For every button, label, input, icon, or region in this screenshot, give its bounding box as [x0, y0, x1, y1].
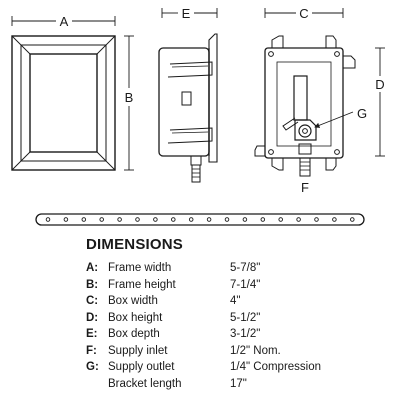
bracket-hole — [171, 217, 176, 222]
dimension-key: C: — [86, 295, 99, 307]
label-f: F — [301, 180, 309, 195]
bracket-hole — [242, 217, 248, 222]
bracket-hole — [117, 217, 122, 222]
dimension-key: B: — [86, 278, 99, 291]
dimension-name: Box depth — [108, 328, 160, 340]
dimension-d — [375, 47, 385, 157]
dimension-key: F: — [86, 344, 97, 357]
dimension-row: E: Box depth 3-1/2" — [86, 326, 386, 342]
dimension-value: 4" — [230, 295, 241, 307]
dimension-row: G: Supply outlet 1/4" Compression — [86, 359, 386, 375]
dimension-value: 1/2" Nom. — [230, 344, 281, 357]
dimension-row: Bracket length 17" — [86, 376, 386, 392]
dimension-value: 5-7/8" — [230, 262, 261, 274]
dimension-b — [124, 35, 134, 171]
label-e: E — [182, 6, 191, 21]
bracket-hole — [278, 217, 283, 222]
bracket-hole — [188, 217, 194, 222]
dimension-row: B: Frame height 7-1/4" — [86, 277, 386, 293]
label-d: D — [375, 77, 384, 92]
leader-g — [314, 111, 354, 128]
dimension-name: Bracket length — [108, 377, 182, 390]
bracket-hole — [350, 217, 355, 222]
dimension-name: Supply outlet — [108, 361, 175, 373]
bracket-hole — [63, 217, 69, 222]
bracket-hole — [332, 217, 337, 222]
dimension-a — [11, 16, 116, 26]
dimension-e — [161, 8, 218, 18]
dimension-value: 7-1/4" — [230, 278, 261, 291]
dimension-key: G: — [86, 361, 99, 373]
dimension-key: D: — [86, 311, 99, 324]
dimension-value: 1/4" Compression — [230, 361, 322, 373]
box-front-view — [254, 35, 356, 177]
dimension-name: Frame width — [108, 262, 172, 274]
bracket-hole — [206, 217, 212, 222]
dimension-name: Box width — [108, 295, 158, 307]
bracket-hole — [296, 217, 301, 222]
dimension-key: A: — [86, 262, 99, 274]
dimension-value: 5-1/2" — [230, 311, 261, 324]
bracket-hole — [135, 217, 140, 222]
bracket-hole — [45, 217, 51, 222]
label-b: B — [125, 90, 134, 105]
dimension-name: Supply inlet — [108, 344, 168, 357]
dimension-key: E: — [86, 328, 98, 340]
label-g: G — [357, 106, 367, 121]
bracket-hole — [99, 217, 104, 222]
bracket-hole — [314, 217, 319, 222]
bracket-hole — [153, 217, 158, 222]
dimension-row: C: Box width 4" — [86, 293, 386, 309]
box-side-view — [158, 33, 218, 183]
dimension-row: D: Box height 5-1/2" — [86, 310, 386, 326]
dimension-row: F: Supply inlet 1/2" Nom. — [86, 343, 386, 359]
dimension-name: Box height — [108, 311, 163, 324]
dimension-name: Frame height — [108, 278, 176, 291]
bracket-hole — [260, 217, 266, 222]
bracket-hole — [81, 217, 87, 222]
dimension-value: 3-1/2" — [230, 328, 261, 340]
label-a: A — [60, 14, 69, 29]
dimensions-title: DIMENSIONS — [86, 236, 184, 253]
mounting-bracket — [35, 213, 365, 226]
bracket-hole — [224, 217, 230, 222]
dimension-row: A: Frame width 5-7/8" — [86, 260, 386, 276]
dimension-value: 17" — [230, 377, 247, 390]
dimension-c — [264, 8, 344, 18]
label-c: C — [299, 6, 308, 21]
frame-front-view — [11, 35, 116, 171]
